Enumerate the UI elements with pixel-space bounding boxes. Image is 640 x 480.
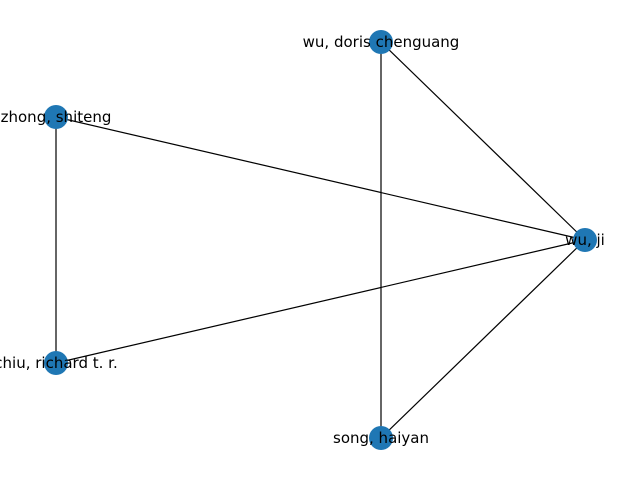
edges-layer — [55, 41, 586, 439]
node-n1[interactable] — [369, 30, 393, 54]
edge-n4-n3 — [55, 239, 586, 364]
node-label-n4: chiu, richard t. r. — [0, 354, 118, 372]
node-label-n1: wu, doris chenguang — [303, 33, 460, 51]
node-n2[interactable] — [44, 105, 68, 129]
edge-n2-n3 — [55, 116, 586, 241]
node-label-n3: wu, ji — [565, 231, 605, 249]
node-n5[interactable] — [369, 426, 393, 450]
node-n3[interactable] — [573, 228, 597, 252]
node-label-n2: zhong, shiteng — [1, 108, 112, 126]
edge-n5-n3 — [380, 239, 586, 439]
nodes-layer — [44, 30, 597, 450]
node-n4[interactable] — [44, 351, 68, 375]
edge-n1-n3 — [380, 41, 586, 241]
node-label-n5: song, haiyan — [333, 429, 429, 447]
labels-layer: wu, doris chenguang zhong, shiteng wu, ji c… — [0, 33, 605, 447]
